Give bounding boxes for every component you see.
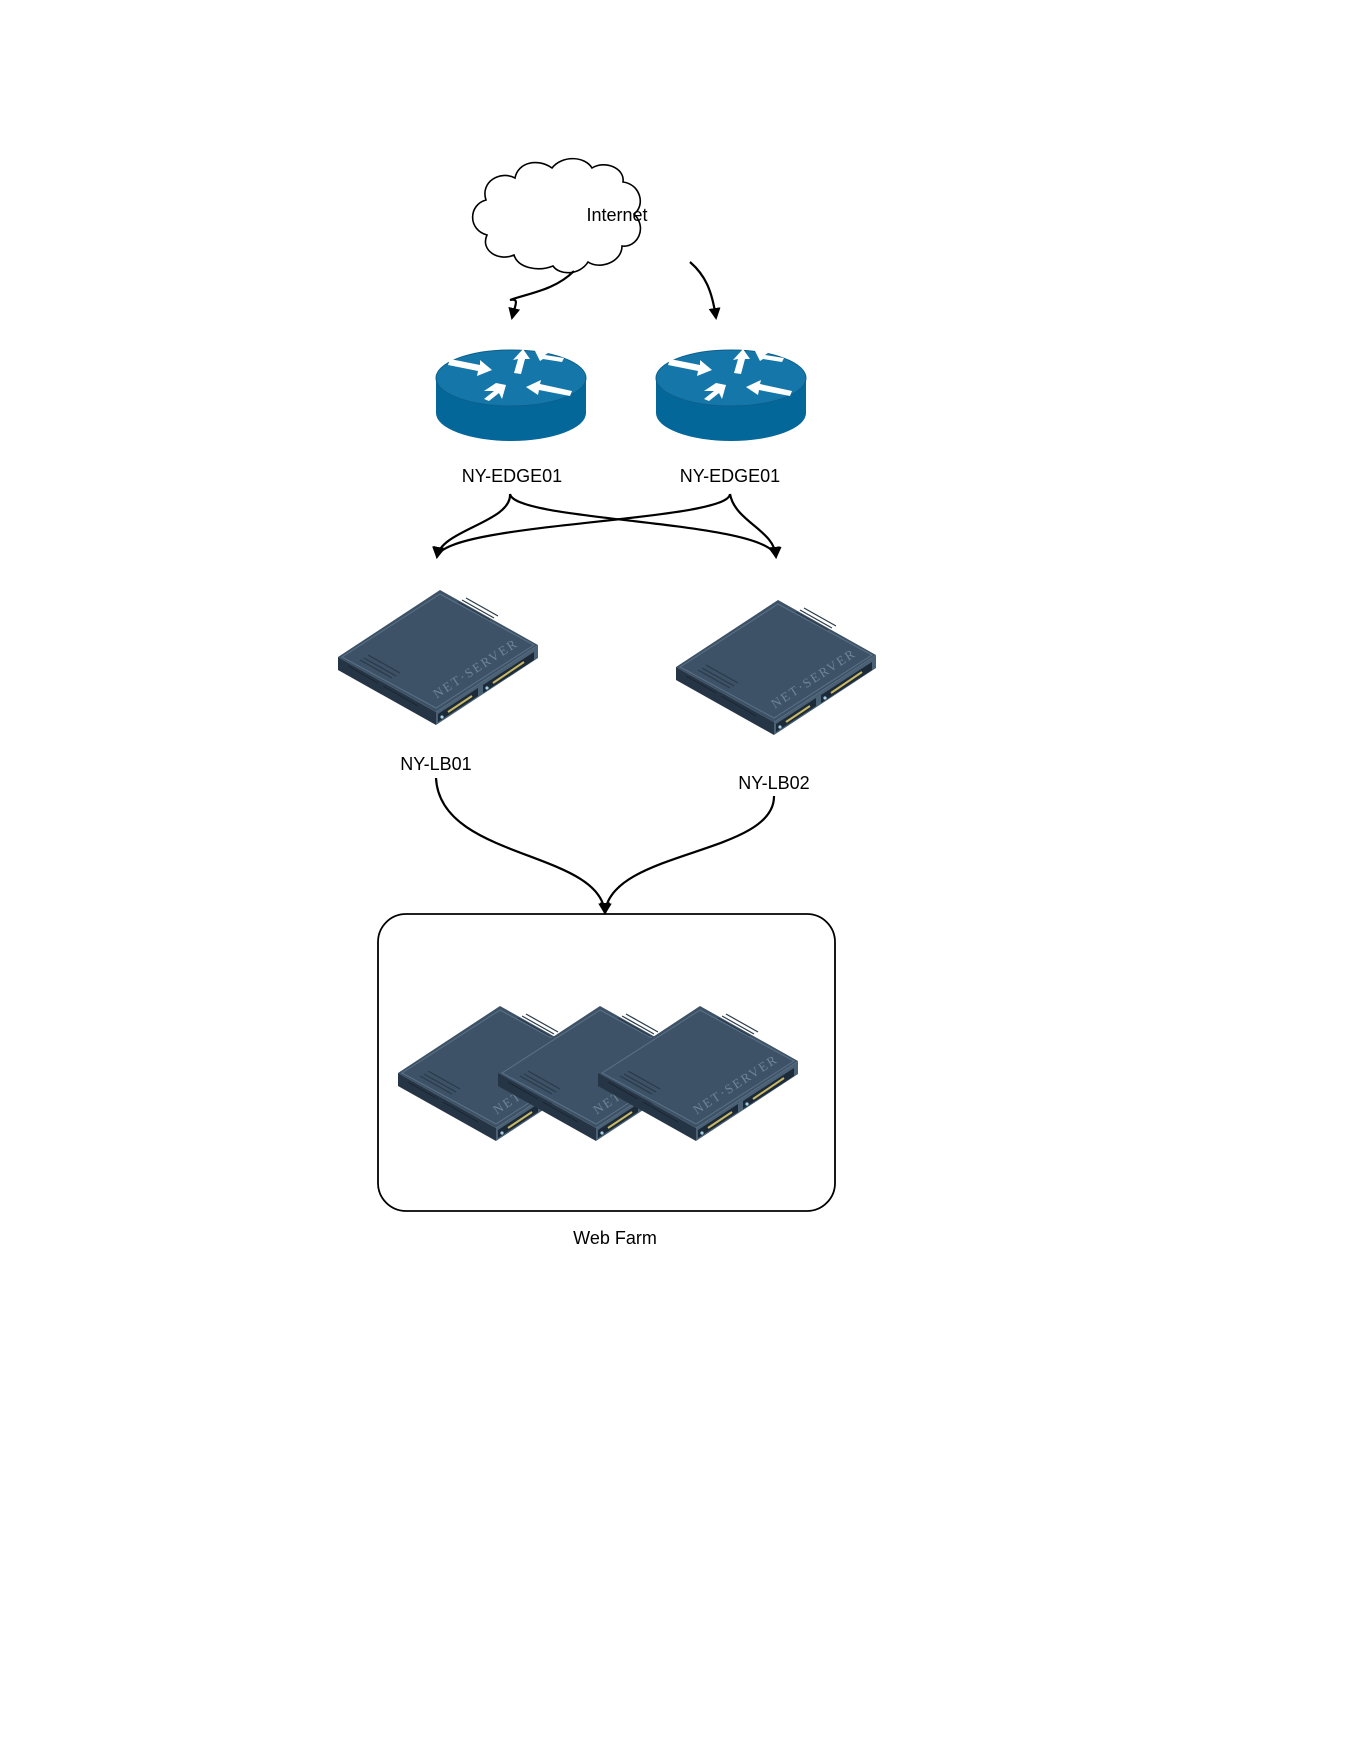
router-icon [435,348,587,442]
lb02-label: NY-LB02 [738,773,809,793]
internet-label: Internet [586,205,647,225]
loadbalancer-ny-lb01[interactable]: NY-LB01 [337,589,539,774]
server-icon [675,599,877,736]
loadbalancer-ny-lb02[interactable]: NY-LB02 [675,599,877,793]
internet-cloud[interactable]: Internet [471,157,648,274]
edge-edge01right-to-lb02 [728,493,782,559]
router-label-right: NY-EDGE01 [680,466,780,486]
router-ny-edge01-left[interactable]: NY-EDGE01 [435,348,587,486]
server-icon [337,589,539,726]
edge-edge01right-to-lb01 [433,493,732,559]
edge-edge01left-to-lb02 [508,493,781,559]
edge-lb01-to-webfarm [434,777,611,915]
edge-lb02-to-webfarm [599,795,776,915]
router-icon [655,348,807,442]
connections [432,261,782,915]
lb01-label: NY-LB01 [400,754,471,774]
edge-internet-to-edge01-right [689,261,721,320]
edge-internet-to-edge01-left [508,270,575,320]
web-farm-group[interactable]: Web Farm [377,913,836,1248]
web-farm-label: Web Farm [573,1228,657,1248]
router-ny-edge01-right[interactable]: NY-EDGE01 [655,348,807,486]
router-label-left: NY-EDGE01 [462,466,562,486]
cloud-icon [471,157,642,274]
